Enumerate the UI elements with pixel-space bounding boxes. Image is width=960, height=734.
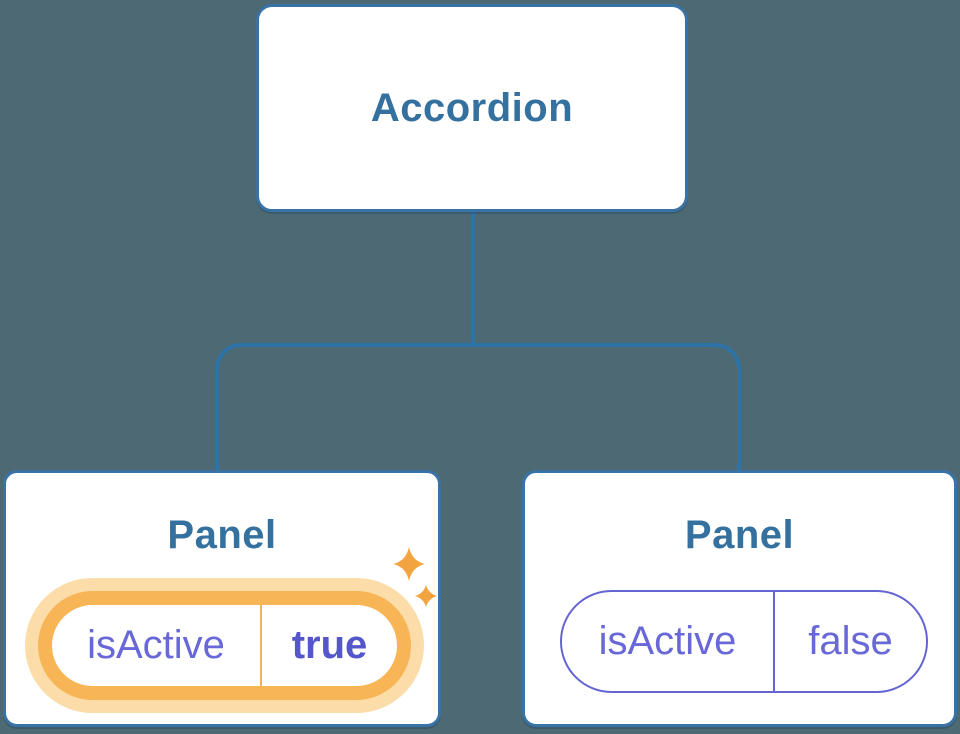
state-name-label: isActive — [87, 623, 225, 667]
state-pill-divider — [260, 605, 262, 686]
sparkles-icon — [393, 547, 437, 607]
panel-node-active: Panel isActive true — [3, 470, 441, 727]
connector-branch — [215, 343, 741, 477]
panel-node-label: Panel — [684, 513, 795, 557]
state-pill-divider — [773, 592, 775, 691]
panel-node-label: Panel — [167, 513, 277, 557]
panel-node-inactive: Panel isActive false — [522, 470, 957, 727]
state-pill-inactive: isActive false — [560, 590, 928, 693]
state-name-label: isActive — [598, 619, 737, 663]
connector-stem — [471, 210, 475, 346]
accordion-node-label: Accordion — [370, 85, 574, 130]
state-value-label: false — [808, 619, 893, 663]
accordion-node: Accordion — [256, 4, 688, 212]
state-value-label: true — [291, 623, 368, 667]
state-pill-active: isActive true — [38, 591, 411, 700]
